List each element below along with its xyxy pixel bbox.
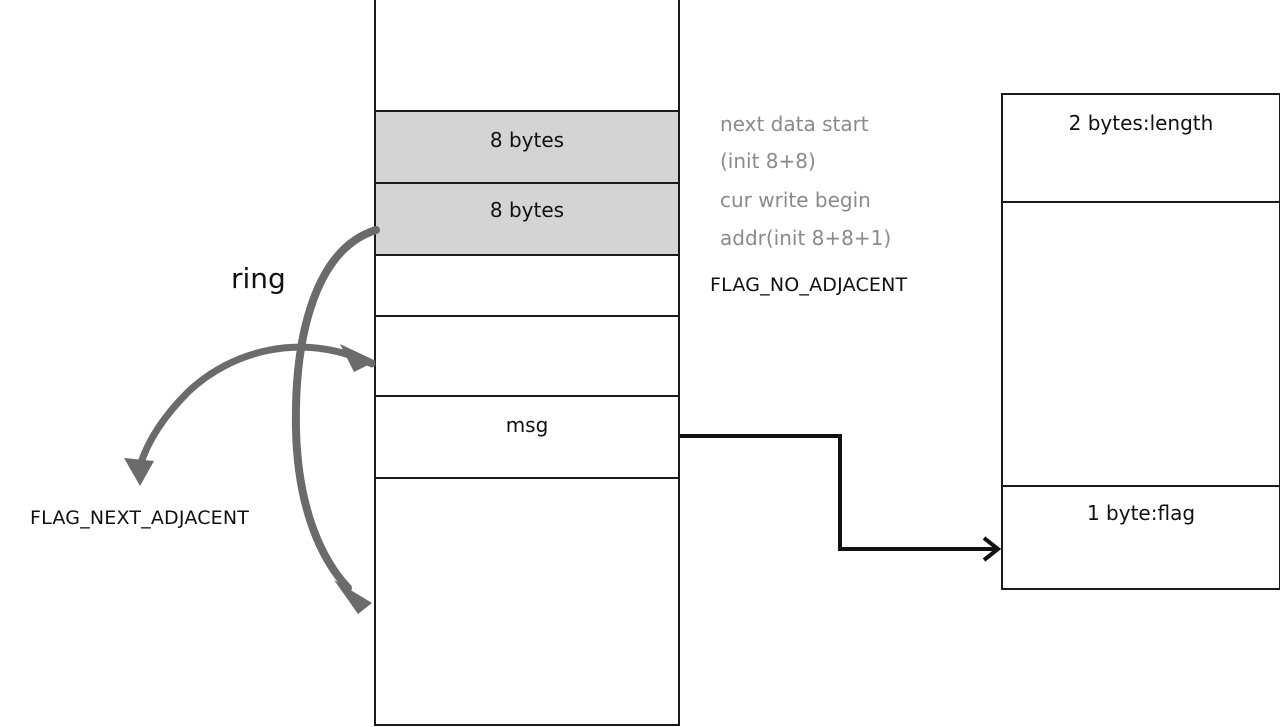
- next-data-start-note: next data start: [720, 112, 869, 136]
- ring-label: ring: [231, 262, 286, 295]
- message-layout-box: 2 bytes:length 1 byte:flag: [1001, 93, 1280, 590]
- cur-write-begin-init-note: addr(init 8+8+1): [720, 226, 892, 250]
- ring-buffer-column: 8 bytes 8 bytes msg: [374, 0, 680, 726]
- msg-label: msg: [505, 413, 549, 437]
- ring-wrap-arrow: [291, 226, 380, 614]
- flag-next-adjacent-label: FLAG_NEXT_ADJACENT: [30, 507, 250, 529]
- payload-cell: [1003, 201, 1279, 487]
- flag-no-adjacent-label: FLAG_NO_ADJACENT: [710, 274, 908, 296]
- free-space-cell: [376, 477, 678, 727]
- slot-wrap-target: [376, 315, 678, 395]
- header-cell-2-label: 8 bytes: [489, 198, 565, 222]
- slot-no-adjacent: [376, 254, 678, 315]
- msg-connector-arrow: [680, 434, 1002, 562]
- length-field-label: 2 bytes:length: [1068, 111, 1214, 135]
- flag-field-cell: 1 byte:flag: [1003, 485, 1279, 590]
- next-adjacent-arrow: [124, 343, 376, 486]
- header-cell-cur-write-begin: 8 bytes: [376, 182, 678, 254]
- flag-field-label: 1 byte:flag: [1086, 501, 1196, 525]
- cur-write-begin-note: cur write begin: [720, 188, 871, 212]
- next-data-start-init-note: (init 8+8): [720, 149, 816, 173]
- msg-cell: msg: [376, 395, 678, 477]
- header-cell-next-data-start: 8 bytes: [376, 110, 678, 182]
- header-cell-1-label: 8 bytes: [489, 128, 565, 152]
